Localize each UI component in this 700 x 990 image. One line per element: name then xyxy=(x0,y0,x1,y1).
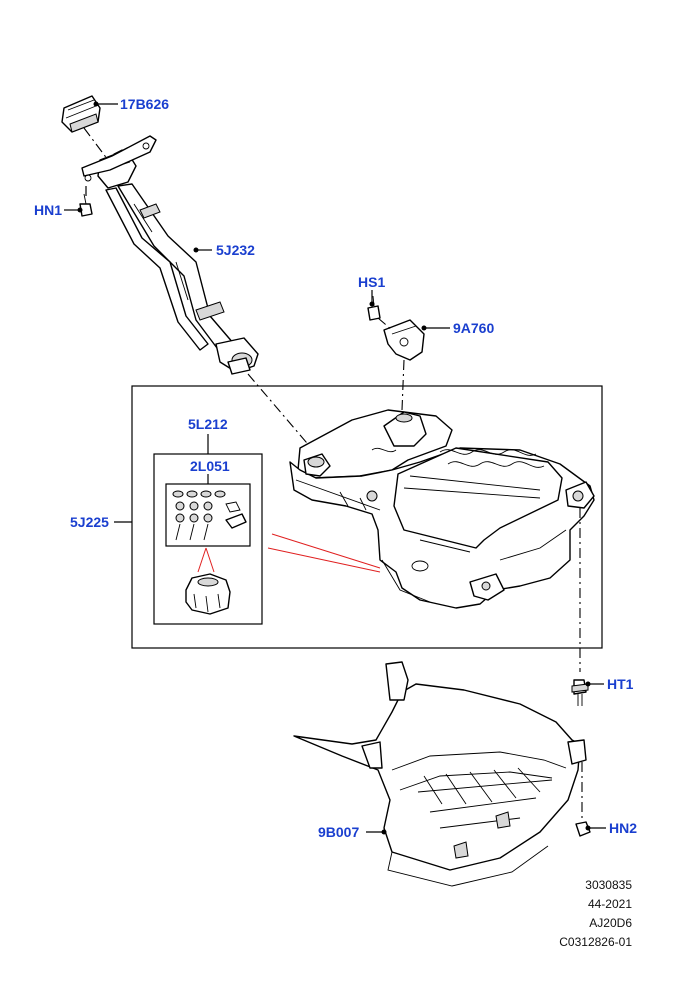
callout-HN2: HN2 xyxy=(609,820,637,836)
filler-pipe-assembly xyxy=(61,95,259,375)
drawing-date: 44-2021 xyxy=(587,897,632,911)
callout-HN1: HN1 xyxy=(34,202,62,218)
highlight-line xyxy=(271,533,381,569)
callout-HS1: HS1 xyxy=(358,274,385,290)
fuel-tank-group-frame xyxy=(131,385,603,649)
callout-5J232: 5J232 xyxy=(216,242,255,258)
callout-9A760: 9A760 xyxy=(453,320,494,336)
highlight-line xyxy=(267,547,381,573)
filler-cap xyxy=(61,95,101,133)
callout-2L051: 2L051 xyxy=(190,458,230,474)
hn1-nut xyxy=(79,193,93,217)
fuel-tank xyxy=(289,409,595,609)
pump-locking-ring xyxy=(185,573,231,615)
heat-shield-bracket xyxy=(367,295,425,361)
leader-lines xyxy=(64,101,606,835)
ht1-stud xyxy=(571,679,589,706)
callout-17B626: 17B626 xyxy=(120,96,169,112)
model-code: AJ20D6 xyxy=(589,916,632,930)
hn2-nut xyxy=(575,821,591,837)
seal-kit-parts xyxy=(172,490,247,541)
underbody-heat-shield xyxy=(293,661,587,887)
drawing-reference-block: 3030835 44-2021 AJ20D6 C0312826-01 xyxy=(540,876,632,952)
callout-5J225: 5J225 xyxy=(70,514,109,530)
filler-neck xyxy=(81,135,157,189)
callout-5L212: 5L212 xyxy=(188,416,228,432)
callout-9B007: 9B007 xyxy=(318,824,359,840)
illustration-id: C0312826-01 xyxy=(559,935,632,949)
callout-HT1: HT1 xyxy=(607,676,634,692)
drawing-number: 3030835 xyxy=(585,878,632,892)
